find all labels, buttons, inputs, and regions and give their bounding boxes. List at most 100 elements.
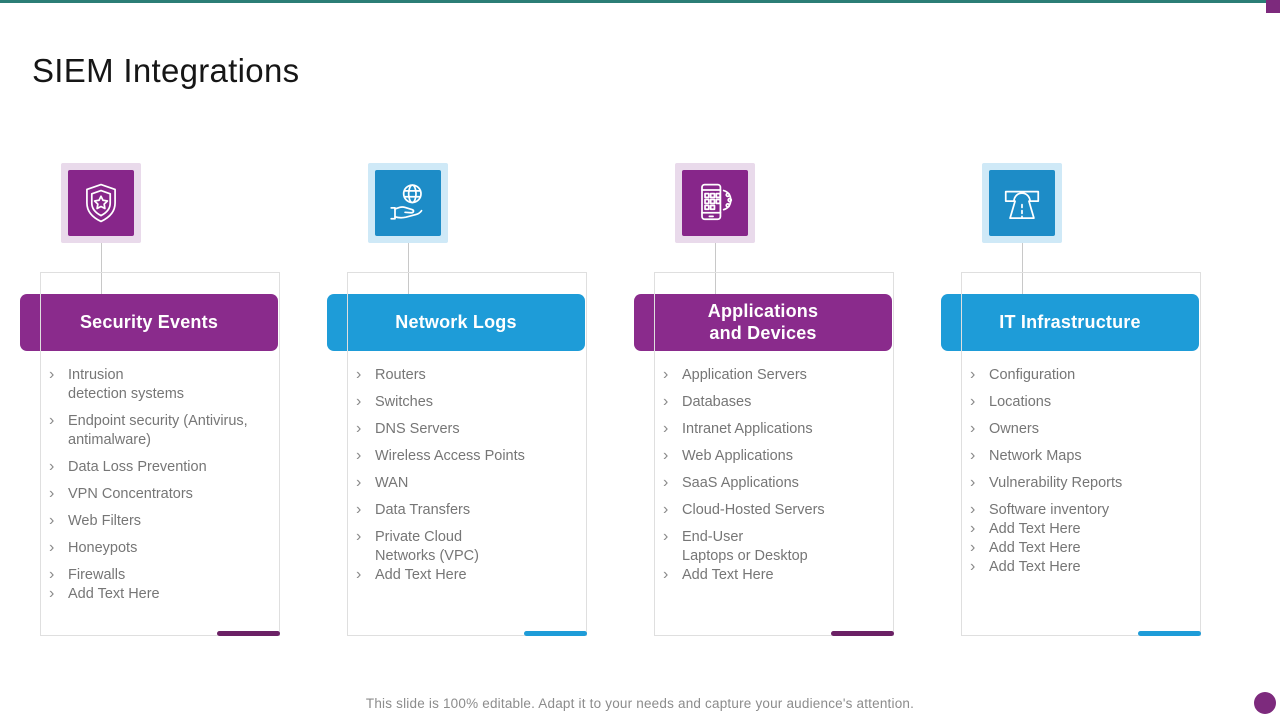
list-item-label: Owners: [989, 421, 1039, 437]
chevron-bullet-icon: ›: [663, 474, 669, 491]
column-item-list: ›Application Servers›Databases›Intranet …: [654, 366, 896, 593]
chevron-bullet-icon: ›: [49, 539, 55, 556]
list-item[interactable]: › Add Text Here: [347, 566, 589, 585]
list-item[interactable]: ›Add Text Here: [40, 585, 282, 604]
chevron-bullet-icon: ›: [356, 566, 362, 583]
column-item-list: ›Configuration›Locations›Owners›Network …: [961, 366, 1203, 585]
connector-line: [408, 243, 409, 295]
list-item-label: WAN: [375, 475, 409, 491]
chevron-bullet-icon: ›: [49, 485, 55, 502]
list-item: ›Intrusion detection systems: [40, 366, 282, 404]
list-item[interactable]: ›Add Text Here: [654, 566, 896, 585]
chevron-bullet-icon: ›: [49, 412, 55, 429]
chevron-bullet-icon: ›: [663, 420, 669, 437]
list-item: ›Application Servers: [654, 366, 896, 385]
list-item-label: Routers: [375, 367, 426, 383]
list-item-label: Private Cloud Networks (VPC): [375, 529, 479, 564]
bottom-right-accent-dot: [1254, 692, 1276, 714]
column-header[interactable]: IT Infrastructure: [941, 294, 1199, 351]
chevron-bullet-icon: ›: [356, 528, 362, 545]
list-item-label: Firewalls: [68, 567, 126, 583]
chevron-bullet-icon: ›: [663, 366, 669, 383]
list-item-label: Add Text Here: [989, 559, 1081, 575]
list-item-label: Data Transfers: [375, 502, 471, 518]
list-item-label: Add Text Here: [989, 540, 1081, 556]
connector-line: [715, 243, 716, 295]
column-header-label: Security Events: [79, 311, 219, 332]
chevron-bullet-icon: ›: [970, 520, 976, 537]
list-item-label: Web Applications: [682, 448, 793, 464]
list-item-label: VPN Concentrators: [68, 486, 193, 502]
chevron-bullet-icon: ›: [356, 447, 362, 464]
list-item-label: SaaS Applications: [682, 475, 799, 491]
column-item-list: ›Intrusion detection systems›Endpoint se…: [40, 366, 282, 612]
list-item: › Configuration: [961, 366, 1203, 385]
list-item: › Wireless Access Points: [347, 447, 589, 466]
chevron-bullet-icon: ›: [970, 366, 976, 383]
chevron-bullet-icon: ›: [970, 447, 976, 464]
list-item: › WAN: [347, 474, 589, 493]
list-item[interactable]: › Add Text Here: [961, 558, 1203, 577]
chevron-bullet-icon: ›: [49, 566, 55, 583]
list-item: ›DNS Servers: [347, 420, 589, 439]
list-item[interactable]: › Add Text Here: [961, 539, 1203, 558]
column-header[interactable]: Applications and Devices: [634, 294, 892, 351]
tunnel-road-icon: [989, 170, 1055, 236]
column-header-label: Network Logs: [395, 311, 517, 332]
column-icon-frame: [368, 163, 448, 243]
chevron-bullet-icon: ›: [663, 447, 669, 464]
mobile-apps-icon: [682, 170, 748, 236]
integration-column: Network Logs ›Routers›Switches›DNS Serve…: [327, 163, 589, 663]
list-item-label: Data Loss Prevention: [68, 459, 207, 475]
chevron-bullet-icon: ›: [49, 366, 55, 383]
list-item-label: Configuration: [989, 367, 1076, 383]
connector-line: [1022, 243, 1023, 295]
column-header[interactable]: Security Events: [20, 294, 278, 351]
list-item-label: Web Filters: [68, 513, 142, 529]
list-item-label: Add Text Here: [375, 567, 467, 583]
chevron-bullet-icon: ›: [49, 458, 55, 475]
chevron-bullet-icon: ›: [970, 558, 976, 575]
column-icon-frame: [982, 163, 1062, 243]
chevron-bullet-icon: ›: [663, 393, 669, 410]
chevron-bullet-icon: ›: [49, 512, 55, 529]
list-item: › Switches: [347, 393, 589, 412]
footer-note: This slide is 100% editable. Adapt it to…: [365, 696, 915, 711]
list-item-label: Databases: [682, 394, 752, 410]
connector-line: [101, 243, 102, 295]
integration-column: Security Events ›Intrusion detection sys…: [20, 163, 282, 663]
list-item: ›Honeypots: [40, 539, 282, 558]
chevron-bullet-icon: ›: [970, 420, 976, 437]
globe-hand-icon: [375, 170, 441, 236]
integration-column: Applications and Devices ›Application Se…: [634, 163, 896, 663]
chevron-bullet-icon: ›: [356, 474, 362, 491]
list-item: › Endpoint security (Antivirus, antimalwa…: [40, 412, 282, 450]
list-item: ›Cloud-Hosted Servers: [654, 501, 896, 520]
list-item-label: Endpoint security (Antivirus, antimalwar…: [68, 413, 248, 448]
column-item-list: ›Routers›Switches›DNS Servers›Wireless A…: [347, 366, 589, 593]
column-header[interactable]: Network Logs: [327, 294, 585, 351]
chevron-bullet-icon: ›: [356, 366, 362, 383]
list-item-label: Network Maps: [989, 448, 1082, 464]
list-item[interactable]: › Add Text Here: [961, 520, 1203, 539]
list-item: › Databases: [654, 393, 896, 412]
list-item: › Intranet Applications: [654, 420, 896, 439]
list-item-label: DNS Servers: [375, 421, 460, 437]
chevron-bullet-icon: ›: [663, 528, 669, 545]
list-item: › Data Loss Prevention: [40, 458, 282, 477]
shield-star-icon: [68, 170, 134, 236]
list-item-label: Switches: [375, 394, 434, 410]
chevron-bullet-icon: ›: [356, 393, 362, 410]
list-item-label: Vulnerability Reports: [989, 475, 1123, 491]
list-item: ›Software inventory: [961, 501, 1203, 520]
top-right-accent-square: [1266, 0, 1280, 13]
list-item-label: Wireless Access Points: [375, 448, 525, 464]
column-accent-bar: [217, 631, 280, 636]
integration-column: IT Infrastructure ›Configuration›Locatio…: [941, 163, 1203, 663]
chevron-bullet-icon: ›: [663, 566, 669, 583]
chevron-bullet-icon: ›: [970, 539, 976, 556]
list-item-label: Add Text Here: [989, 521, 1081, 537]
list-item-label: Intranet Applications: [682, 421, 813, 437]
list-item: › Web Applications: [654, 447, 896, 466]
